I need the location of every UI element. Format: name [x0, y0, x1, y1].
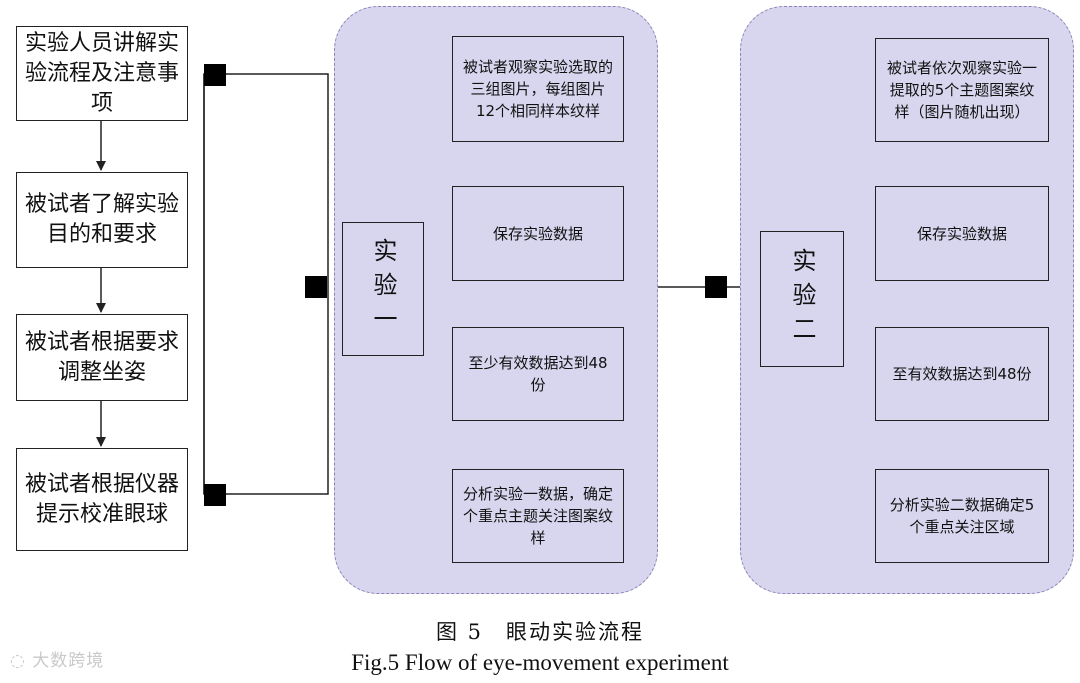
- watermark-logo: ◌ 大数跨境: [10, 646, 104, 671]
- experiment-1-label: 实验一: [342, 222, 424, 356]
- experiment-2-panel: [740, 6, 1074, 594]
- exp2-step-2: 保存实验数据: [875, 186, 1049, 281]
- exp2-step-1-text: 被试者依次观察实验一提取的5个主题图案纹样（图片随机出现）: [886, 59, 1037, 121]
- watermark-icon: ◌: [10, 651, 26, 671]
- exp2-step-3: 至有效数据达到48份: [875, 327, 1049, 421]
- left-step-2: 被试者了解实验目的和要求: [16, 172, 188, 268]
- caption-chinese: 图 5 眼动实验流程: [435, 620, 645, 644]
- caption-english: Fig.5 Flow of eye-movement experiment: [351, 650, 729, 675]
- exp2-step-4: 分析实验二数据确定5个重点关注区域: [875, 469, 1049, 563]
- watermark-text: 大数跨境: [32, 651, 105, 671]
- experiment-1-panel: [334, 6, 658, 594]
- exp2-step-3-text: 至有效数据达到48份: [892, 365, 1032, 383]
- exp1-step-1-text: 被试者观察实验选取的三组图片，每组图片12个相同样本纹样: [462, 58, 613, 120]
- exp1-step-4: 分析实验一数据，确定个重点主题关注图案纹样: [452, 469, 624, 563]
- connector-square-top: [204, 64, 226, 86]
- left-step-4-text: 被试者根据仪器提示校准眼球: [24, 471, 179, 527]
- exp1-step-3: 至少有效数据达到48份: [452, 327, 624, 421]
- left-step-3: 被试者根据要求调整坐姿: [16, 314, 188, 401]
- exp1-step-2-text: 保存实验数据: [492, 224, 583, 243]
- experiment-1-label-text: 实验一: [369, 238, 397, 340]
- connector-square-mid-left: [305, 276, 327, 298]
- exp1-step-3-text: 至少有效数据达到48份: [468, 354, 608, 394]
- exp2-step-2-text: 保存实验数据: [916, 224, 1007, 243]
- left-step-2-text: 被试者了解实验目的和要求: [24, 192, 179, 247]
- left-step-1-text: 实验人员讲解实验流程及注意事项: [24, 30, 179, 116]
- left-step-1: 实验人员讲解实验流程及注意事项: [16, 26, 188, 121]
- exp2-step-4-text: 分析实验二数据确定5个重点关注区域: [889, 496, 1035, 536]
- exp1-step-4-text: 分析实验一数据，确定个重点主题关注图案纹样: [462, 485, 613, 547]
- exp1-step-1: 被试者观察实验选取的三组图片，每组图片12个相同样本纹样: [452, 36, 624, 142]
- left-step-4: 被试者根据仪器提示校准眼球: [16, 448, 188, 551]
- left-step-3-text: 被试者根据要求调整坐姿: [24, 329, 179, 385]
- connector-square-bottom: [204, 484, 226, 506]
- exp2-step-1: 被试者依次观察实验一提取的5个主题图案纹样（图片随机出现）: [875, 38, 1049, 142]
- connector-square-mid-right: [705, 276, 727, 298]
- experiment-2-label: 实验二: [760, 231, 844, 367]
- experiment-2-label-text: 实验二: [788, 248, 816, 350]
- exp1-step-2: 保存实验数据: [452, 186, 624, 281]
